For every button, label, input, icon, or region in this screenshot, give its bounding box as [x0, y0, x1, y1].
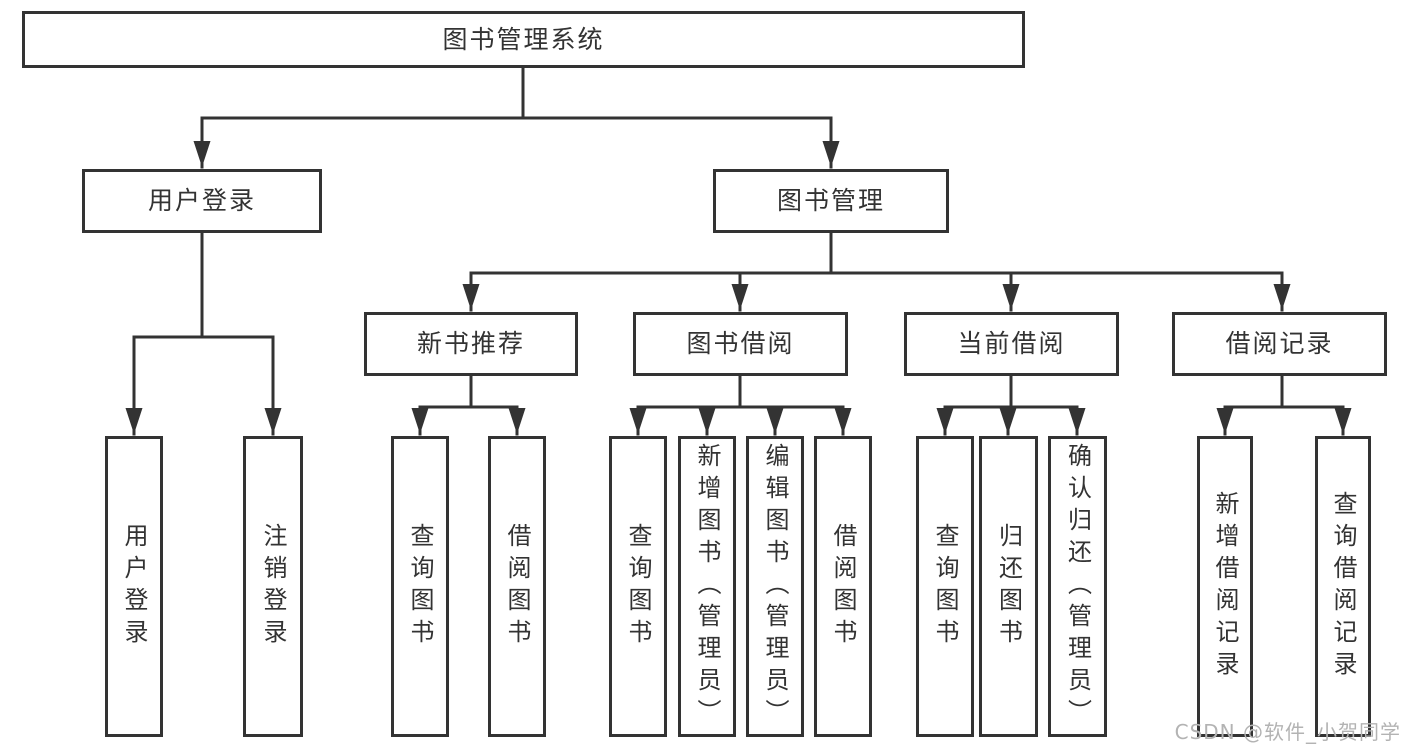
node-library-system: 图书管理系统 — [22, 11, 1025, 68]
node-label: 新增借阅记录 — [1211, 490, 1239, 683]
leaf-edit-books-admin: 编辑图书（管理员） — [746, 436, 804, 737]
node-label: 用户登录 — [147, 186, 256, 216]
node-label: 图书借阅 — [686, 329, 795, 359]
csdn-watermark: CSDN @软件_小贺同学 — [1174, 720, 1401, 744]
node-label: 查询图书 — [931, 522, 959, 651]
node-new-book-recommend: 新书推荐 — [364, 312, 578, 376]
node-label: 借阅记录 — [1225, 329, 1334, 359]
leaf-query-books-current: 查询图书 — [916, 436, 974, 737]
node-label: 图书管理系统 — [442, 24, 605, 54]
connector-current-to-leaves — [936, 374, 1086, 436]
leaf-query-books-borrow: 查询图书 — [609, 436, 667, 737]
node-label: 编辑图书（管理员） — [761, 442, 789, 731]
node-label: 图书管理 — [776, 186, 885, 216]
leaf-user-login: 用户登录 — [105, 436, 163, 737]
node-label: 查询图书 — [624, 522, 652, 651]
leaf-add-books-admin: 新增图书（管理员） — [678, 436, 736, 737]
leaf-confirm-return-admin: 确认归还（管理员） — [1048, 436, 1107, 737]
connector-login-to-leaves — [125, 231, 282, 436]
leaf-add-borrow-record: 新增借阅记录 — [1197, 436, 1253, 737]
leaf-return-books: 归还图书 — [979, 436, 1038, 737]
leaf-borrow-books: 借阅图书 — [814, 436, 872, 737]
connector-borrow-to-leaves — [629, 374, 852, 436]
node-label: 归还图书 — [994, 522, 1023, 651]
node-label: 借阅图书 — [829, 522, 857, 651]
connector-root-to-level2 — [193, 66, 840, 169]
node-book-borrow: 图书借阅 — [633, 312, 848, 376]
node-label: 确认归还（管理员） — [1063, 442, 1092, 731]
node-label: 查询图书 — [406, 522, 434, 651]
node-book-management: 图书管理 — [713, 169, 949, 233]
leaf-query-borrow-record: 查询借阅记录 — [1315, 436, 1371, 737]
connector-mgmt-to-level3 — [462, 231, 1291, 312]
node-label: 当前借阅 — [957, 329, 1066, 359]
connector-newbook-to-leaves — [411, 374, 526, 436]
node-label: 用户登录 — [120, 522, 148, 651]
node-label: 查询借阅记录 — [1329, 490, 1357, 683]
node-current-borrow: 当前借阅 — [904, 312, 1119, 376]
node-label: 注销登录 — [259, 522, 287, 651]
leaf-logout: 注销登录 — [243, 436, 303, 737]
node-user-login: 用户登录 — [82, 169, 322, 233]
node-label: 新增图书（管理员） — [693, 442, 721, 731]
node-borrow-records: 借阅记录 — [1172, 312, 1387, 376]
node-label: 借阅图书 — [503, 522, 531, 651]
leaf-borrow-books-recommend: 借阅图书 — [488, 436, 546, 737]
node-label: 新书推荐 — [416, 329, 525, 359]
leaf-query-books-recommend: 查询图书 — [391, 436, 449, 737]
connector-records-to-leaves — [1216, 374, 1352, 436]
